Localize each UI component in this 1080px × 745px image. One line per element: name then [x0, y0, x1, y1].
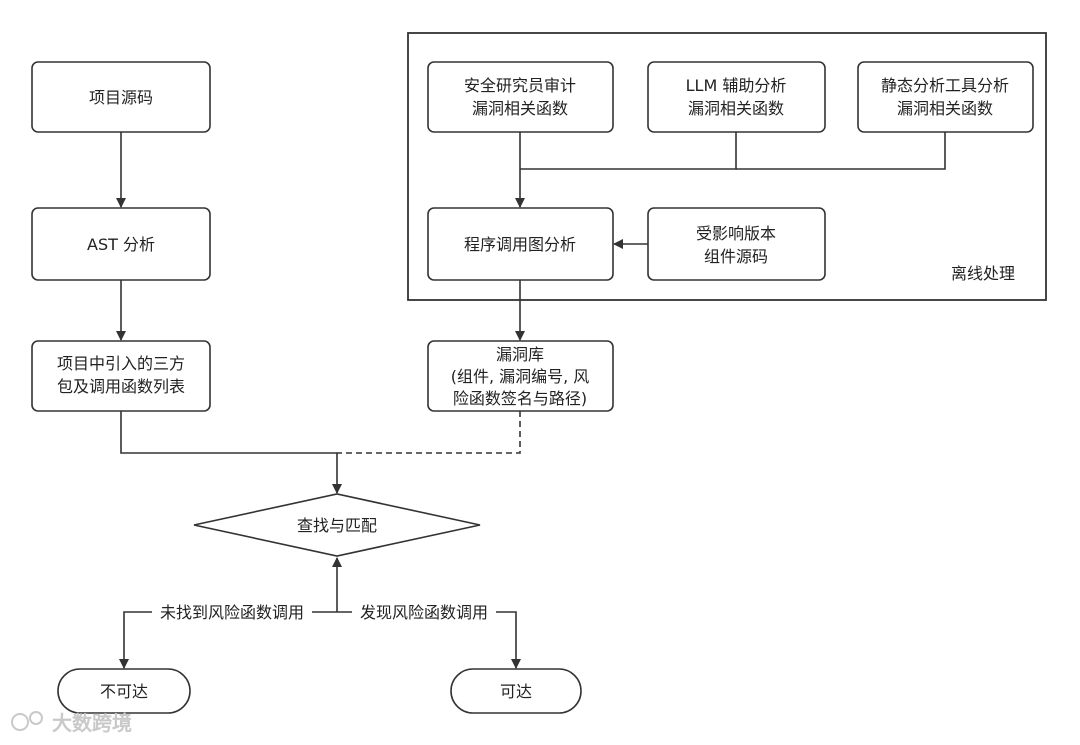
- node-static-analysis: 静态分析工具分析 漏洞相关函数: [857, 61, 1034, 133]
- offline-processing-group: [407, 32, 1047, 301]
- node-ast-analysis: AST 分析: [31, 207, 211, 281]
- node-affected-version-source: 受影响版本 组件源码: [647, 207, 826, 281]
- watermark-text: 大数跨境: [52, 711, 132, 735]
- watermark: 大数跨境: [11, 711, 132, 735]
- offline-processing-label: 离线处理: [951, 264, 1015, 283]
- node-affected-version-line1: 受影响版本: [696, 224, 776, 243]
- node-ast-analysis-label: AST 分析: [87, 235, 155, 254]
- node-project-source: 项目源码: [31, 61, 211, 133]
- node-llm-analysis: LLM 辅助分析 漏洞相关函数: [647, 61, 826, 133]
- node-unreachable-label: 不可达: [100, 682, 148, 701]
- node-vulnerability-database-line3: 险函数签名与路径): [453, 389, 587, 408]
- edge-static-to-callgraph: [736, 132, 946, 170]
- node-call-graph-analysis: 程序调用图分析: [427, 207, 614, 281]
- edge-deps-to-match: [120, 411, 342, 494]
- node-static-analysis-line1: 静态分析工具分析: [881, 76, 1009, 95]
- node-dependency-list-line2: 包及调用函数列表: [57, 377, 185, 396]
- edge-label-found-bg: [352, 601, 496, 623]
- node-static-analysis-line2: 漏洞相关函数: [897, 99, 993, 118]
- watermark-logo-icon: [11, 713, 29, 731]
- node-vulnerability-database: 漏洞库 (组件, 漏洞编号, 风 险函数签名与路径): [427, 340, 614, 412]
- node-dependency-list-line1: 项目中引入的三方: [57, 354, 185, 373]
- node-dependency-list: 项目中引入的三方 包及调用函数列表: [31, 340, 211, 412]
- node-vulnerability-database-line1: 漏洞库: [496, 345, 544, 364]
- edge-label-not-found-bg: [152, 601, 312, 623]
- node-affected-version-line2: 组件源码: [704, 247, 768, 266]
- edge-vulndb-to-match: [337, 411, 521, 454]
- node-security-researcher: 安全研究员审计 漏洞相关函数: [427, 61, 614, 133]
- node-security-researcher-line1: 安全研究员审计: [464, 76, 576, 95]
- node-llm-analysis-line2: 漏洞相关函数: [688, 99, 784, 118]
- node-security-researcher-line2: 漏洞相关函数: [472, 99, 568, 118]
- node-unreachable: 不可达: [57, 668, 191, 714]
- node-project-source-label: 项目源码: [89, 88, 153, 107]
- edge-llm-to-callgraph: [520, 132, 737, 170]
- node-call-graph-analysis-label: 程序调用图分析: [464, 235, 576, 254]
- edge-label-found: 发现风险函数调用: [360, 603, 488, 622]
- node-vulnerability-database-line2: (组件, 漏洞编号, 风: [451, 367, 590, 386]
- node-reachable: 可达: [450, 668, 582, 714]
- node-search-and-match: 查找与匹配: [193, 493, 481, 557]
- node-reachable-label: 可达: [500, 682, 532, 701]
- node-search-and-match-label: 查找与匹配: [297, 516, 377, 535]
- node-llm-analysis-line1: LLM 辅助分析: [686, 76, 787, 95]
- edge-label-not-found: 未找到风险函数调用: [160, 603, 304, 622]
